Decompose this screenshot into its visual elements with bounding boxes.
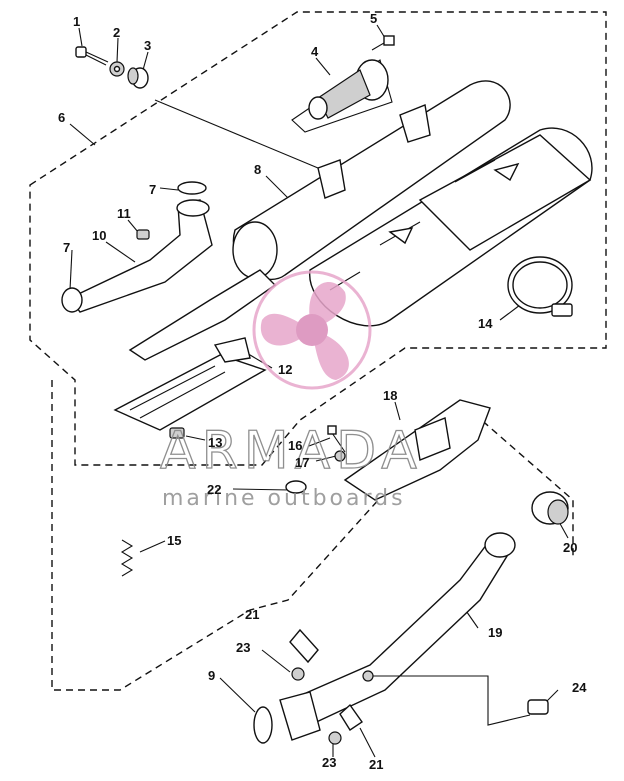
callout-label: 1 [73, 14, 80, 29]
hose-clamp-lower [61, 287, 83, 313]
rubber-grommet [127, 67, 149, 89]
callout-label: 20 [563, 540, 577, 555]
hose-clamp-upper [177, 181, 207, 195]
tail-pipe [279, 532, 516, 741]
nut [169, 427, 185, 439]
nut-lower [328, 731, 342, 745]
nut-upper [291, 667, 305, 681]
silencer-clamp [507, 256, 573, 317]
gasket [253, 706, 273, 744]
sensor [362, 670, 549, 726]
callout-label: 7 [149, 182, 156, 197]
callout-label: 7 [63, 240, 70, 255]
callout-label: 18 [383, 388, 397, 403]
callout-label: 4 [311, 44, 319, 59]
muffler-cover [343, 399, 491, 501]
bolt-and-washer [327, 425, 346, 462]
callout-label: 3 [144, 38, 151, 53]
spark-arrester [308, 59, 389, 120]
silencer-body [232, 80, 511, 281]
o-ring [285, 480, 307, 494]
leader-lines [69, 24, 569, 758]
callout-label: 11 [117, 206, 131, 221]
callout-label: 21 [245, 607, 259, 622]
spring [120, 539, 134, 577]
exhaust-bracket [113, 337, 267, 431]
callout-label: 9 [208, 668, 215, 683]
plate-nut [136, 229, 150, 240]
callout-label: 10 [92, 228, 106, 243]
watermark-logo [252, 270, 372, 390]
callout-label: 24 [572, 680, 587, 695]
silencer-shell [309, 127, 593, 327]
callout-label: 21 [369, 757, 383, 772]
end-cap [531, 491, 569, 525]
callout-label: 8 [254, 162, 261, 177]
callout-label: 15 [167, 533, 181, 548]
washer-hole [113, 65, 121, 73]
callout-label: 12 [278, 362, 292, 377]
callout-label: 16 [288, 438, 302, 453]
mounting-bolt [75, 46, 109, 66]
logo-ring [252, 270, 372, 390]
callout-label: 23 [236, 640, 250, 655]
callout-label: 14 [478, 316, 493, 331]
watermark-tagline: marine outboards [162, 486, 406, 511]
callout-label: 23 [322, 755, 336, 770]
screw [371, 35, 395, 51]
stud-upper [289, 628, 319, 664]
callout-label: 17 [295, 455, 309, 470]
watermark-brand: ARMADA [160, 421, 423, 481]
callout-label: 19 [488, 625, 502, 640]
stud-lower [339, 703, 363, 731]
callout-label: 22 [207, 482, 221, 497]
callout-label: 13 [208, 435, 222, 450]
callout-label: 2 [113, 25, 120, 40]
group-boundary-lower [51, 380, 574, 691]
exhaust-tube [61, 199, 213, 313]
callout-label: 5 [370, 11, 377, 26]
callout-label: 6 [58, 110, 65, 125]
